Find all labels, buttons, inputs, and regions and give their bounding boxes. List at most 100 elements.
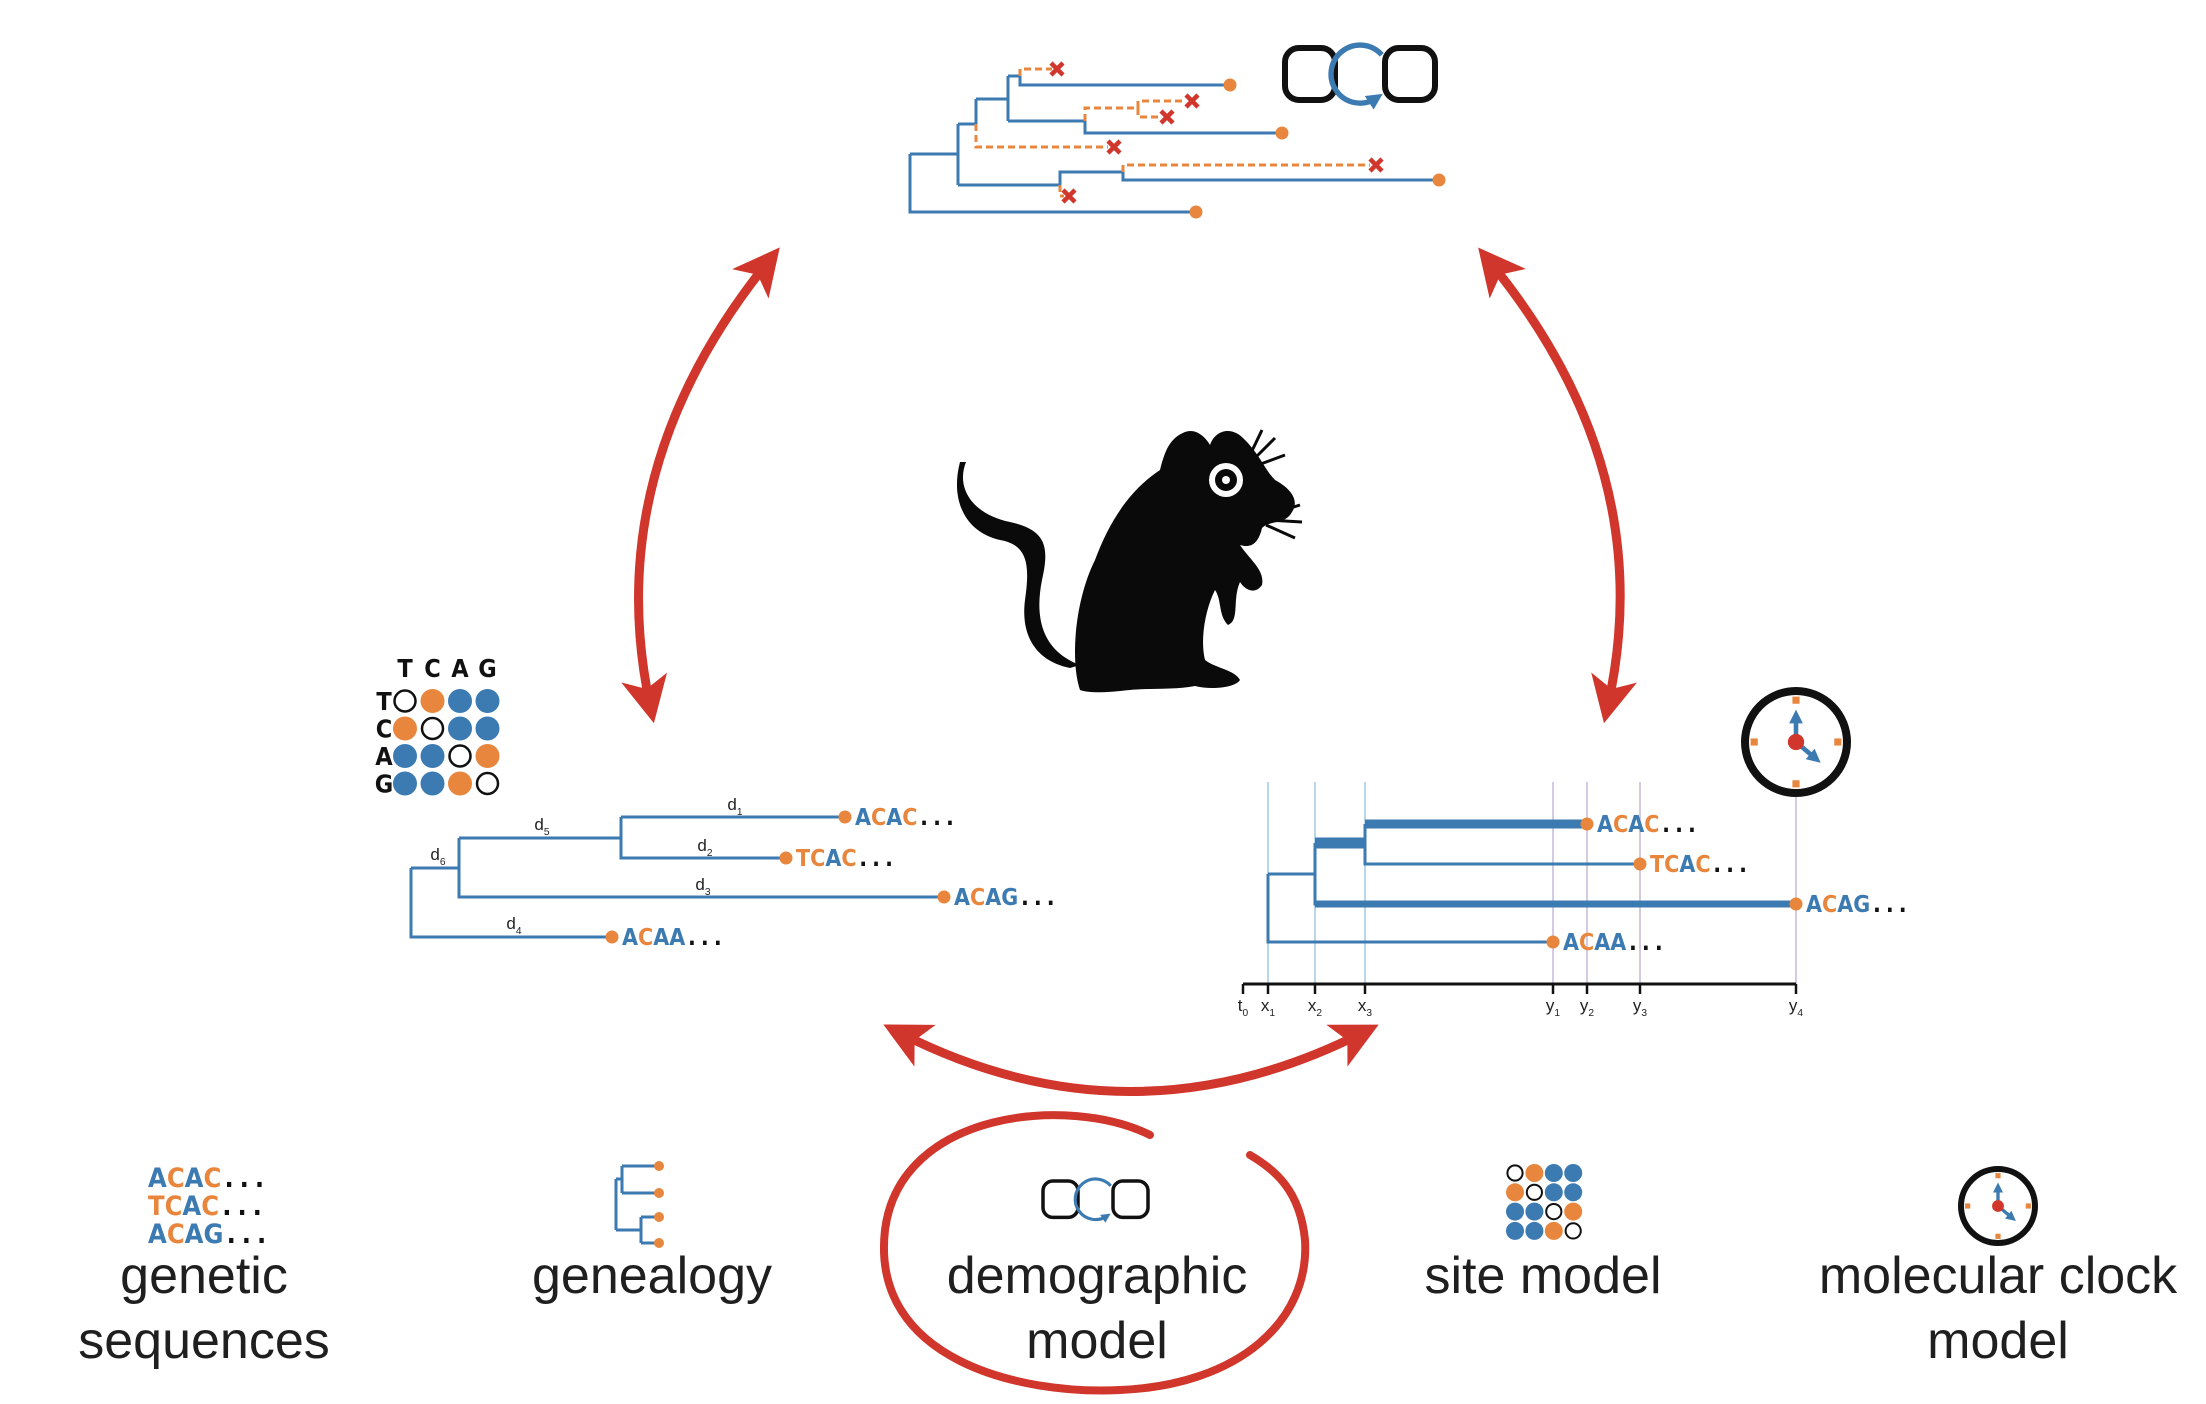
base-letter: A [855,805,871,831]
matrix-cell [420,771,445,796]
label-base: x [1261,996,1270,1015]
tip-dot [654,1188,664,1198]
base-letter: A [1563,930,1579,956]
tip-dot [1223,78,1237,92]
component-label: site model [1425,1247,1662,1305]
component-genealogy: genealogy [532,1247,772,1305]
x-stroke [1106,139,1122,155]
clock-tick [1792,696,1800,704]
tip-sequence: ACAA... [622,925,727,951]
matrix-cell [1564,1183,1583,1202]
base-letter: C [902,805,917,831]
ellipsis: ... [222,1191,268,1222]
clock-tick [1995,1173,2001,1179]
arrow-right-cycle [1478,247,1637,724]
tip-sequence: ACAG... [1806,892,1912,918]
tip-sequence: ACAG... [954,885,1060,911]
label-base: y [1633,996,1642,1015]
base-letter: A [669,925,685,951]
base-letter: A [185,1163,204,1194]
base-letter: T [796,846,810,872]
extinct-lineage [1136,99,1186,108]
base-letter: C [1579,930,1594,956]
matrix-col-header: G [478,654,496,683]
extinct-x-icon [1049,61,1065,77]
matrix-cell [393,716,417,741]
tip-dot [1580,817,1594,831]
matrix-cell [475,716,500,741]
extinct-lineage [1018,67,1052,76]
tip-sequence: ACAC... [855,805,959,831]
matrix-cell [420,689,445,713]
base-letter: A [1679,852,1695,878]
base-letter: G [1001,885,1018,911]
tip-dot [1432,173,1446,187]
base-letter: C [167,1219,185,1250]
demographic-model-icon [1282,42,1438,110]
population-box [1382,45,1438,103]
label-base: d [534,815,543,834]
branch [958,170,1439,187]
matrix-cell [1545,1203,1563,1221]
matrix-cell [1525,1164,1544,1182]
clock-tick [1995,1233,2001,1239]
component-label: genetic [120,1247,288,1305]
tip-dot [1546,935,1560,949]
matrix-cell [448,771,472,796]
matrix-cell [1544,1221,1563,1240]
population-box [1282,45,1338,103]
label-subscript: 1 [1554,1008,1560,1019]
base-letter: C [841,846,856,872]
component-label: model [1026,1312,1168,1370]
component-label: demographic [947,1247,1248,1305]
axis-tick-label: y1 [1546,996,1561,1019]
branch [409,868,612,939]
component-site-model: site model [1425,1247,1662,1305]
label-subscript: 1 [1269,1008,1275,1019]
base-letter: C [970,885,985,911]
matrix-cell [1506,1221,1524,1240]
axis-tick-label: y3 [1633,996,1648,1019]
matrix-row-header: T [376,687,392,716]
extinct-x-icon [1106,139,1122,155]
tree-icon [614,1161,664,1248]
tip-dot [605,930,619,944]
axis-tick-label: t0 [1238,996,1249,1019]
base-letter: A [985,885,1001,911]
label-subscript: 2 [1588,1008,1594,1019]
matrix-cell [393,744,417,768]
base-letter: C [1644,812,1659,838]
branch-length-label: d4 [506,914,521,937]
extinct-x-icon [1368,157,1384,173]
clock-center [1992,1200,2004,1212]
matrix-cell [475,744,500,768]
clock-tick [1792,780,1800,788]
mouse-silhouette-icon [956,429,1303,693]
ellipsis: ... [920,805,959,831]
base-letter: A [1597,812,1613,838]
matrix-cell [1525,1221,1544,1240]
branch [1266,874,1553,944]
x-stroke [1184,93,1200,109]
component-label: molecular clock [1819,1247,2178,1305]
base-letter: C [201,1191,219,1222]
label-base: d [695,875,704,894]
label-subscript: 2 [707,848,713,859]
base-letter: A [182,1191,201,1222]
axis-tick-label: x1 [1261,996,1276,1019]
label-subscript: 3 [1366,1008,1372,1019]
tip-sequence: TCAC... [148,1191,268,1222]
label-subscript: 1 [737,807,743,818]
base-letter: C [1664,852,1679,878]
base-letter: C [871,805,886,831]
tip-dot [654,1238,664,1248]
label-base: y [1546,996,1555,1015]
matrix-cell [1506,1202,1524,1221]
clock-tick [1834,738,1842,746]
base-letter: A [1610,930,1626,956]
